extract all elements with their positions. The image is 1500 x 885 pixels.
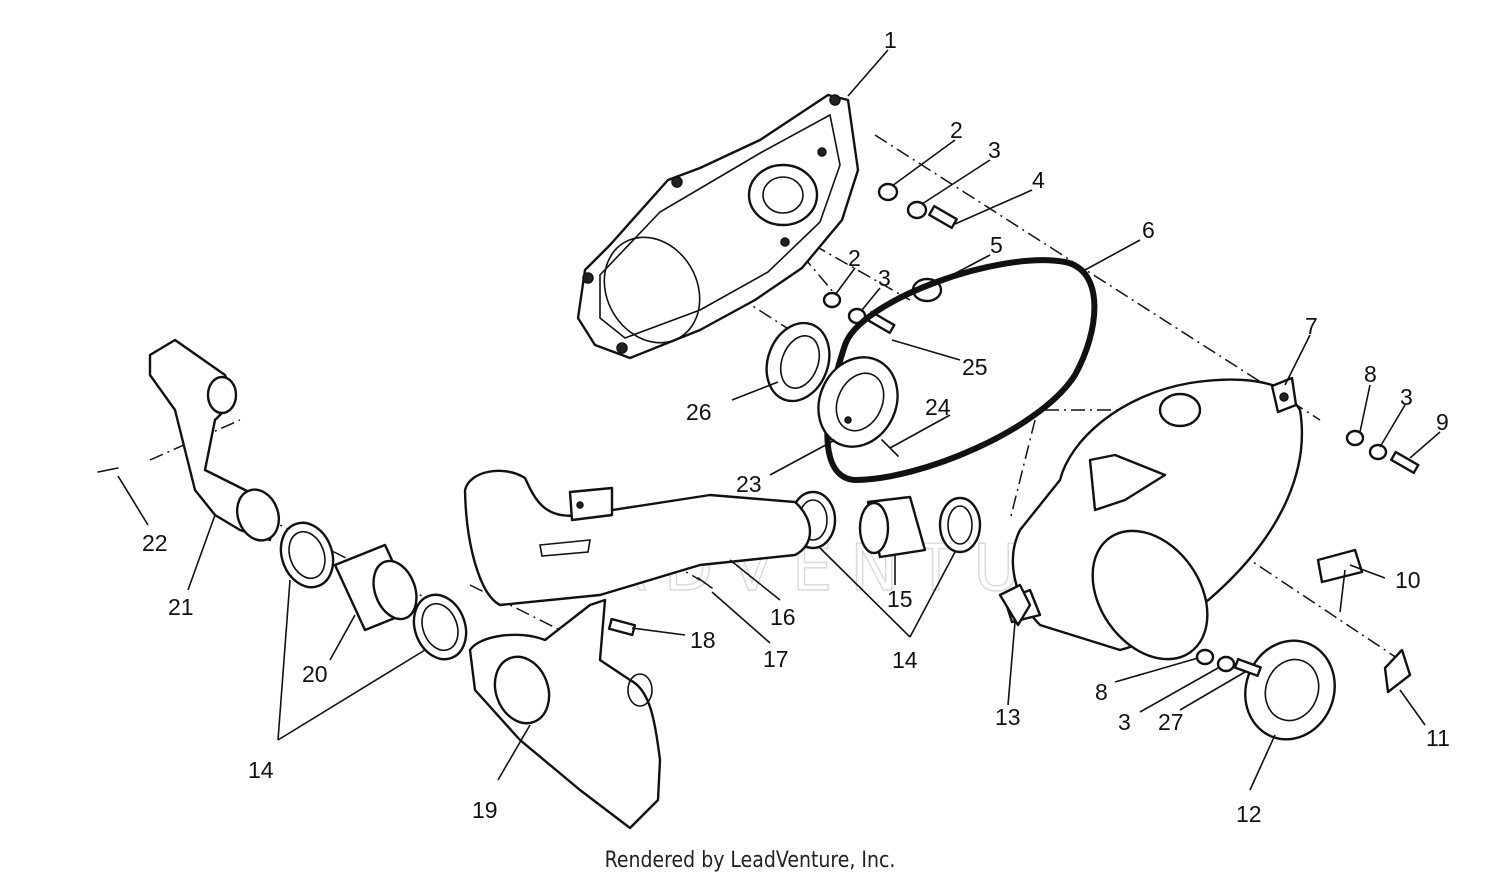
callout-labels: 1 2 3 4 5 6 2 3 25 7 8 3 9 26 24 23 22 2…: [142, 27, 1450, 827]
duct-screw: [697, 577, 713, 589]
callout-20: 20: [302, 661, 328, 687]
footer-credit: Rendered by LeadVenture, Inc.: [604, 848, 896, 873]
callout-25: 25: [962, 354, 988, 380]
callout-8: 8: [1095, 679, 1108, 705]
duct-coupler-left: [279, 521, 468, 661]
washer-bolt-set-right: [1345, 429, 1420, 475]
seal: [765, 321, 831, 403]
callout-7: 7: [1305, 313, 1318, 339]
intake-elbow: [148, 338, 280, 542]
callout-1: 1: [884, 27, 897, 53]
callout-14: 14: [892, 647, 918, 673]
bracket-screw: [607, 617, 637, 637]
callout-18: 18: [690, 627, 716, 653]
lower-duct: [468, 598, 662, 830]
callout-24: 24: [925, 394, 951, 420]
inner-cover-plate: [576, 93, 860, 360]
latch: [998, 583, 1032, 627]
callout-2: 2: [848, 245, 861, 271]
callout-16: 16: [770, 604, 796, 630]
drive-belt: [824, 257, 1098, 484]
elbow-screw: [97, 467, 119, 473]
washer-bolt-set-top: [877, 182, 958, 230]
callout-6: 6: [1142, 217, 1155, 243]
callout-17: 17: [763, 646, 789, 672]
callout-11: 11: [1426, 725, 1450, 751]
callout-5: 5: [990, 232, 1003, 258]
callout-3: 3: [988, 137, 1001, 163]
callout-3: 3: [878, 265, 891, 291]
bearing-plate: [817, 356, 899, 448]
callout-2: 2: [950, 117, 963, 143]
callout-9: 9: [1436, 409, 1449, 435]
callout-22: 22: [142, 530, 168, 556]
callout-23: 23: [736, 471, 762, 497]
callout-21: 21: [168, 594, 194, 620]
callout-3: 3: [1118, 709, 1131, 735]
outer-cover: [1003, 376, 1304, 661]
label-decal: [1316, 548, 1364, 584]
callout-4: 4: [1032, 167, 1045, 193]
leader-lines: [117, 49, 1441, 791]
callout-12: 12: [1236, 801, 1262, 827]
washer-bolt-set-lower: [1195, 648, 1262, 678]
callout-19: 19: [472, 797, 498, 823]
callout-10: 10: [1395, 567, 1421, 593]
gasket-ring: [1244, 639, 1336, 741]
callout-26: 26: [686, 399, 712, 425]
callout-13: 13: [995, 704, 1021, 730]
intake-duct: [463, 469, 812, 607]
duct-coupler-right: [789, 490, 982, 559]
warning-decal: [1383, 648, 1412, 694]
callout-15: 15: [887, 586, 913, 612]
callout-8: 8: [1364, 361, 1377, 387]
callout-3: 3: [1400, 384, 1413, 410]
callout-14: 14: [248, 757, 274, 783]
callout-27: 27: [1158, 709, 1184, 735]
